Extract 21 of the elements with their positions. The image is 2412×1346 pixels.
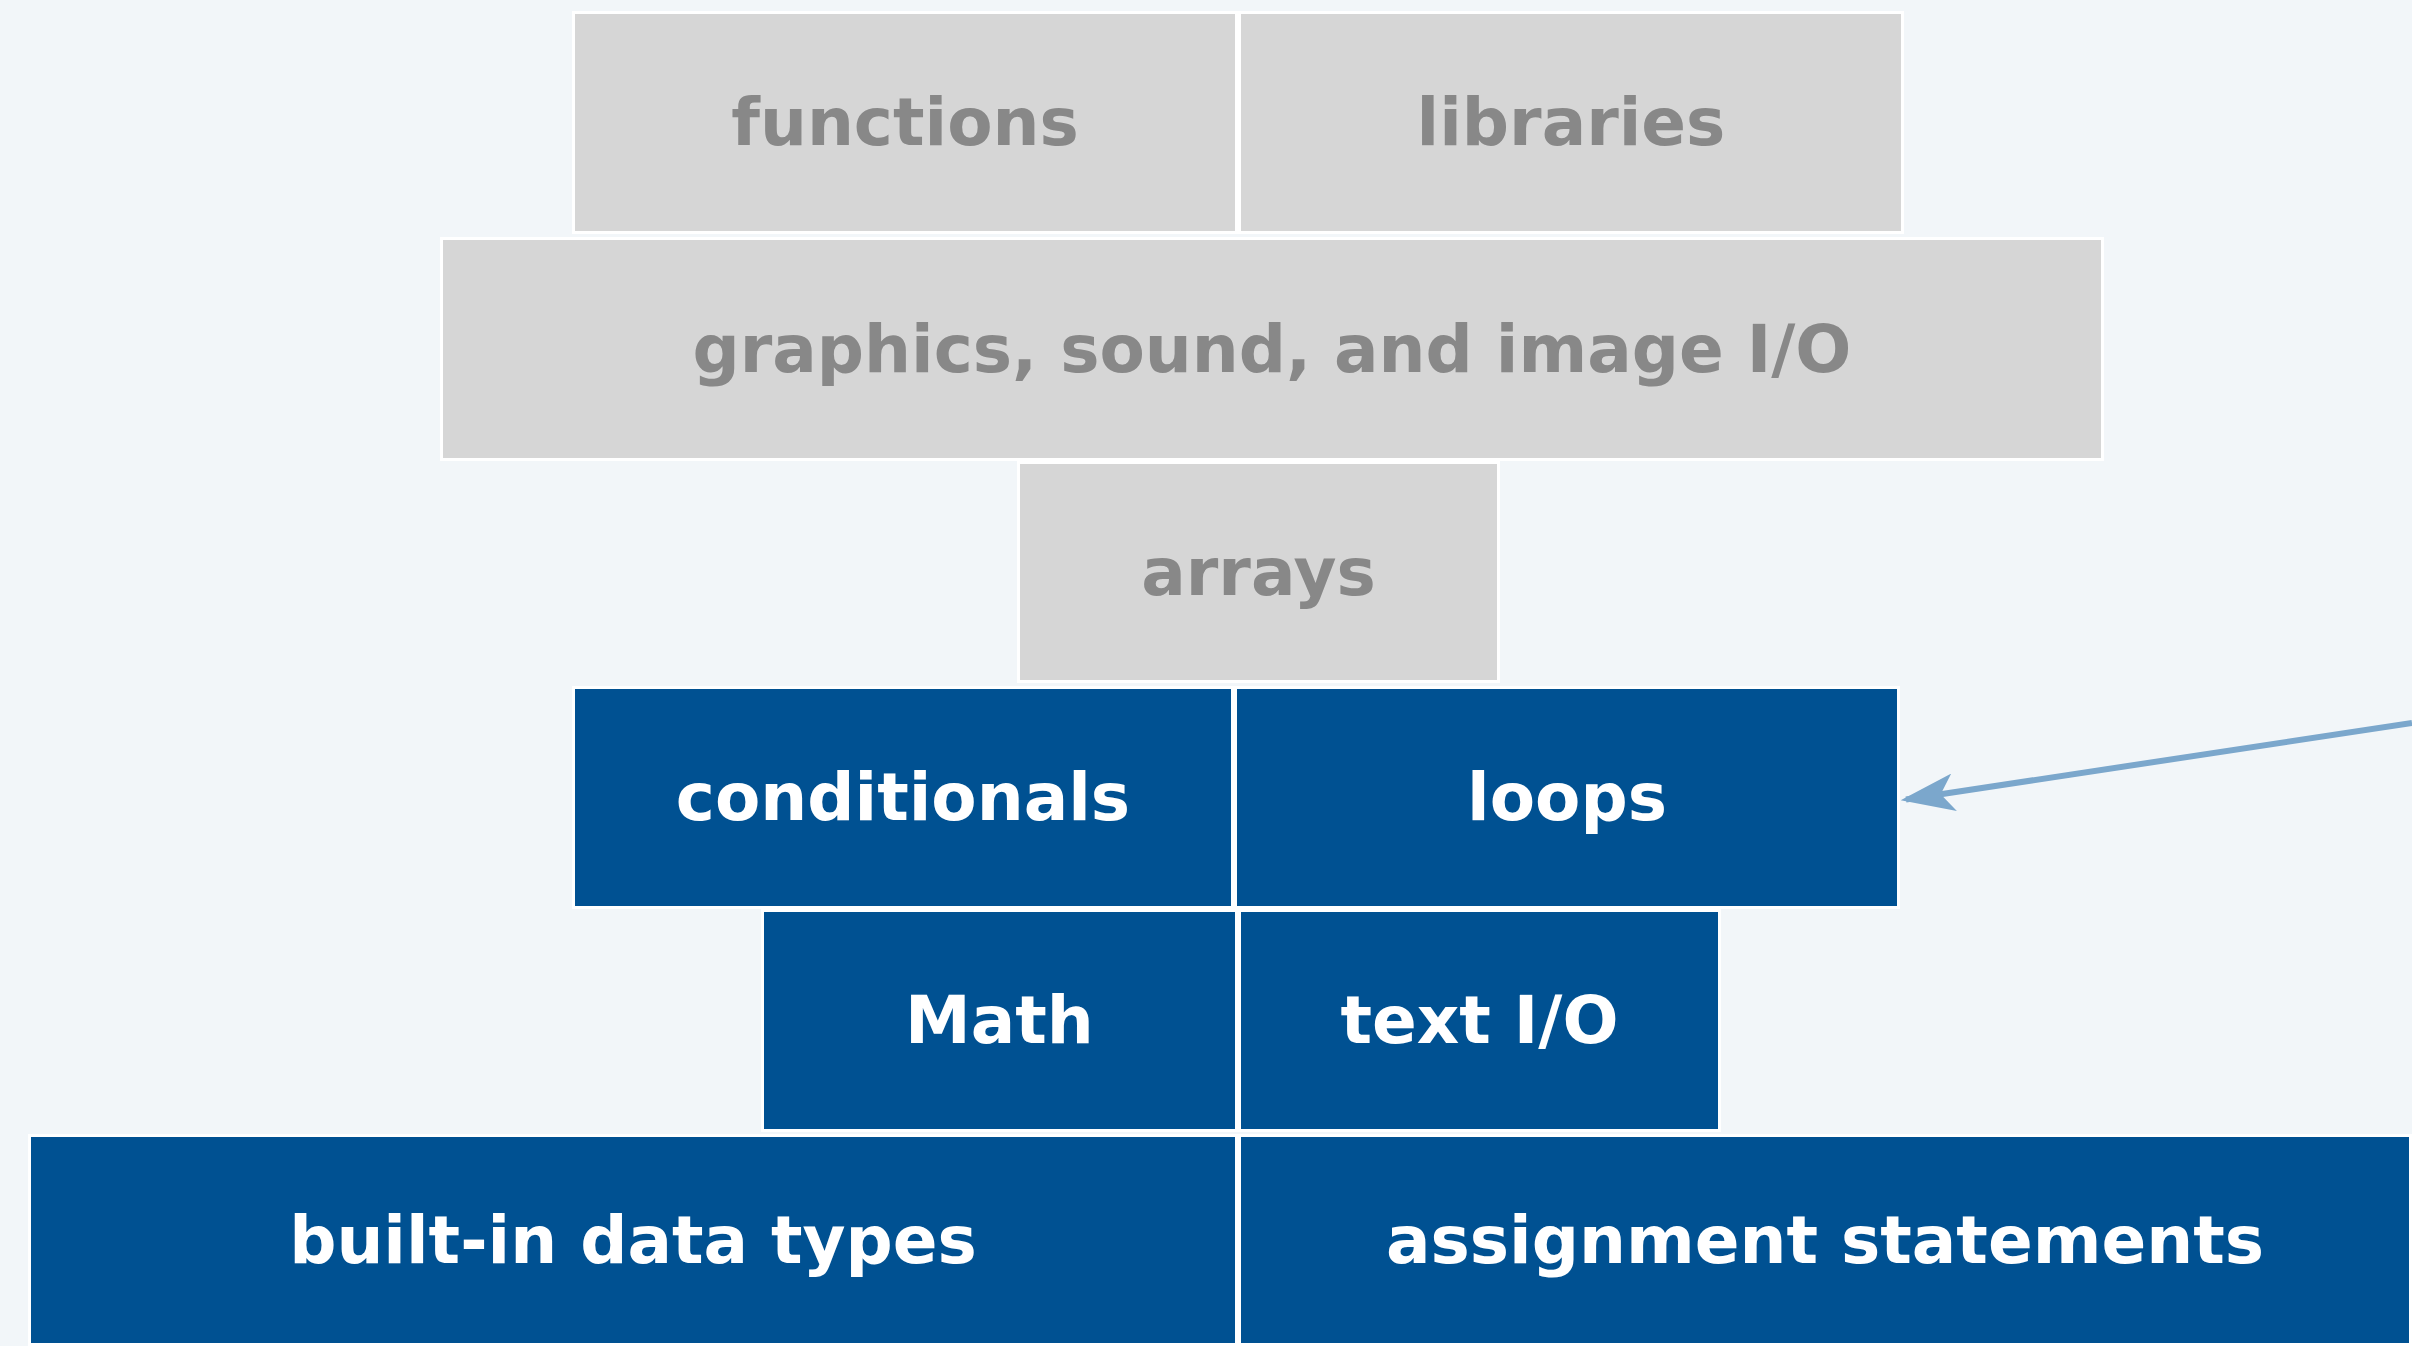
layer-block: [572, 686, 1234, 909]
block-label: text I/O: [1340, 982, 1619, 1059]
block-label: conditionals: [675, 759, 1131, 836]
layer-block: [572, 11, 1238, 234]
block-label: assignment statements: [1385, 1201, 2264, 1279]
block-label: Math: [905, 982, 1094, 1059]
block-label: functions: [731, 84, 1079, 161]
layer-block: [440, 237, 2104, 461]
arrow: [1900, 720, 2412, 811]
layer-block: [1238, 1134, 2412, 1346]
layer-block: [1238, 909, 1721, 1132]
layer-block: [1234, 686, 1900, 909]
layer-block: [28, 1134, 1238, 1346]
block-label: arrays: [1141, 533, 1376, 611]
block-label: loops: [1467, 759, 1667, 836]
block-label: graphics, sound, and image I/O: [692, 310, 1852, 388]
layer-block: [1238, 11, 1904, 234]
layer-block: [1017, 461, 1500, 683]
block-label: built-in data types: [289, 1201, 977, 1279]
block-label: libraries: [1416, 84, 1726, 161]
layer-block: [761, 909, 1238, 1132]
